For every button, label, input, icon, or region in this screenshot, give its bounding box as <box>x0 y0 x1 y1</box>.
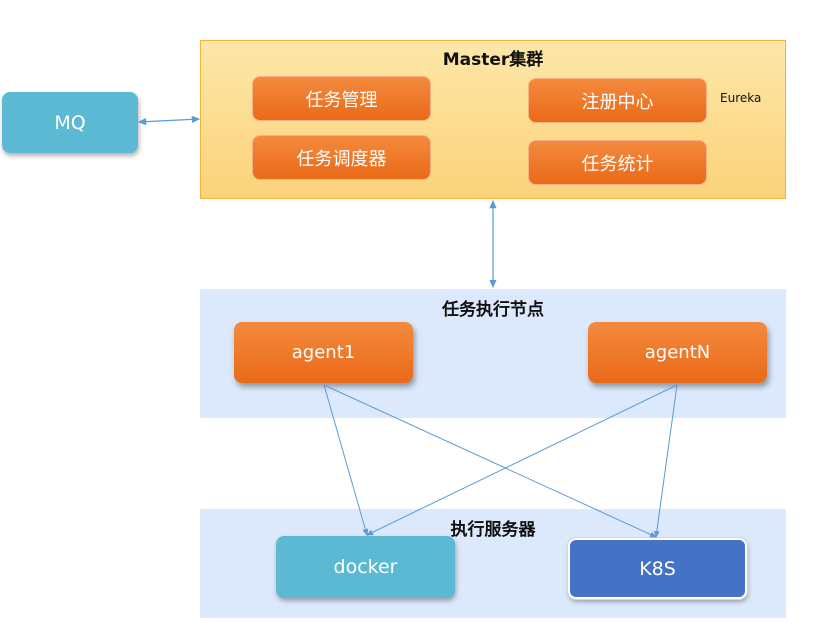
task-management-box: 任务管理 <box>252 76 431 121</box>
agent1-k8s-connector <box>323 384 657 538</box>
agentn-docker-connector <box>366 384 678 536</box>
master-cluster-title: Master集群 <box>442 50 544 70</box>
exec-servers-title: 执行服务器 <box>450 520 536 540</box>
agent1-box: agent1 <box>234 322 413 383</box>
eureka-label: Eureka <box>720 91 762 105</box>
k8s-box: K8S <box>568 538 747 599</box>
exec-nodes-title: 任务执行节点 <box>442 300 544 320</box>
docker-box: docker <box>276 536 455 598</box>
agent1-docker-connector <box>323 384 369 536</box>
mq-box: MQ <box>2 92 138 153</box>
agentn-box: agentN <box>588 322 767 383</box>
registry-center-box: 注册中心 <box>528 78 707 123</box>
task-statistics-box: 任务统计 <box>528 140 707 185</box>
task-scheduler-box: 任务调度器 <box>252 135 431 180</box>
agentn-k8s-connector <box>653 384 678 538</box>
mq-master-connector <box>137 115 201 126</box>
